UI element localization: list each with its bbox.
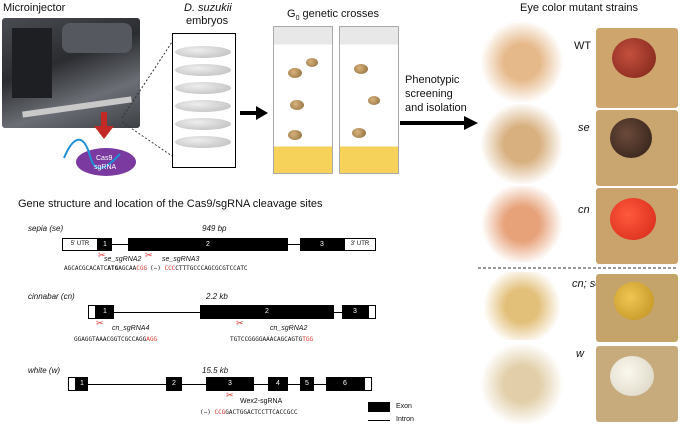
exon-1: 1 [98,238,112,251]
eye-photo-cn-se [596,274,678,342]
utr3 [364,377,372,391]
embryo [175,64,231,76]
phenotypic-line1: Phenotypic [405,74,460,86]
embryo [175,100,231,112]
strain-label-wt: WT [574,40,592,52]
arrow-right-icon [400,116,478,130]
embryos-title-1: D. suzukii [184,2,232,14]
sequence: AGCACGCACATCATGAGCAACGG [64,265,148,272]
sgrna-label: Wex2-sgRNA [240,398,283,405]
divider-dashed [478,267,678,269]
embryo [175,136,231,148]
fly-cluster-cn [478,186,566,262]
exon-2: 2 [166,377,182,391]
cas9-label: Cas9 [96,155,113,162]
scissors-icon: ✂ [96,318,104,328]
zoom-connector [121,41,173,157]
embryo-box [172,33,236,168]
fly [290,100,304,110]
eye-wt [612,38,656,78]
fly [288,68,302,78]
gene-size-sepia: 949 bp [202,224,227,233]
exon-3: 3 [300,238,344,251]
sequence: TGTCCGGGGAAACAGCAGTGTGG [230,336,314,343]
fly-cluster-se [478,104,566,184]
vial-left [273,26,333,174]
fly [288,130,302,140]
arrow-right-icon [240,106,268,120]
legend-intron-label: Intron [396,416,414,423]
sequence: (−) CCGGACTGGACTCCTTCACCGCC [200,409,298,416]
exon-3: 3 [206,377,254,391]
red-down-arrow-icon [94,112,114,139]
utr3 [368,305,376,319]
gene-name-cinnabar: cinnabar (cn) [28,292,75,301]
sgrna-label: cn_sgRNA2 [270,325,308,332]
gene-structure-title: Gene structure and location of the Cas9/… [18,198,323,210]
fly-cluster-w [478,344,566,424]
crosses-title: G0 genetic crosses [287,8,379,23]
fly [352,128,366,138]
strain-label-w: w [576,348,584,360]
utr3: 3' UTR [344,238,376,251]
eye-se [610,118,652,158]
sgrna-label: sgRNA [94,164,117,171]
exon-2: 2 [128,238,288,251]
gene-name-sepia: sepia (se) [28,224,64,233]
exon-3: 3 [342,305,368,319]
exon-4: 4 [268,377,288,391]
exon-2: 2 [200,305,334,319]
fly [354,64,368,74]
eye-photo-cn [596,188,678,264]
exon-6: 6 [326,377,364,391]
legend-exon-swatch [368,402,390,412]
strain-label-se: se [578,122,590,134]
fly [368,96,380,105]
eye-w [610,356,654,396]
sgrna-label: cn_sgRNA4 [112,325,150,332]
cas9-complex-icon [63,138,136,176]
scissors-icon: ✂ [226,390,234,400]
eye-photo-w [596,346,678,422]
embryo [175,46,231,58]
utr5 [88,305,96,319]
embryo [175,82,231,94]
exon-1: 1 [76,377,88,391]
sgrna-label: se_sgRNA3 [162,256,200,263]
microinjector-label: Microinjector [3,2,66,14]
eye-photo-se [596,110,678,186]
fly-cluster-wt [478,22,566,102]
eye-cn [610,198,656,240]
utr5: 5' UTR [62,238,98,251]
legend-exon-label: Exon [396,403,412,410]
fly-cluster-cn-se [478,272,566,340]
strain-label-cn-se: cn; se [572,278,602,290]
scissors-icon: ✂ [98,250,106,260]
scissors-icon: ✂ [145,250,153,260]
phenotypic-line2: screening [405,88,453,100]
gene-size-cinnabar: 2.2 kb [206,292,228,301]
eye-photo-wt [596,28,678,108]
strain-label-cn: cn [578,204,590,216]
phenotypic-line3: and isolation [405,102,467,114]
legend-intron-swatch [368,420,390,421]
gene-size-white: 15.5 kb [202,366,229,375]
embryo [175,118,231,130]
exon-5: 5 [300,377,314,391]
eye-color-title: Eye color mutant strains [520,2,638,14]
embryos-title-2: embryos [186,15,229,27]
sequence: (−) CCCCTTTGCCCAGCGCGTCCATC [150,265,248,272]
microinjector-photo [2,18,140,128]
exon-1: 1 [96,305,114,319]
eye-cn-se [614,282,654,320]
sequence: GGAGGTAAACGGTCGCCAGGAGG [74,336,158,343]
gene-name-white: white (w) [28,366,61,375]
sgrna-label: se_sgRNA2 [104,256,142,263]
fly [306,58,318,67]
utr5 [68,377,76,391]
scissors-icon: ✂ [236,318,244,328]
